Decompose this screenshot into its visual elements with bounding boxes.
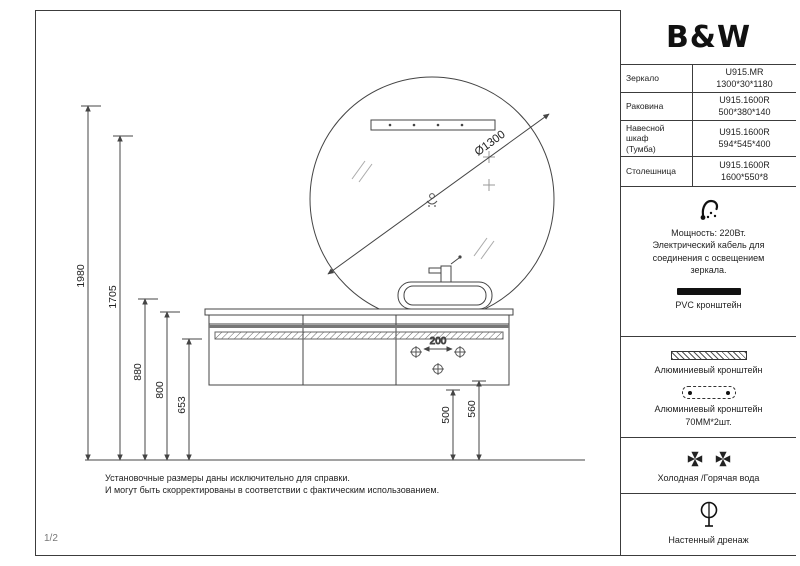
height-dimensions bbox=[81, 105, 486, 461]
pvc-bracket-icon bbox=[676, 287, 741, 295]
height-dimension-labels: 1980 1705 880 800 653 500 560 bbox=[75, 264, 478, 424]
installation-note: Установочные размеры даны исключительно … bbox=[105, 473, 439, 495]
installation-note-line2: И могут быть скорректированы в соответст… bbox=[105, 485, 439, 495]
aluminium-bracket-70mm-label: Алюминиевый кронштейн 70ММ*2шт. bbox=[654, 404, 763, 427]
spec-row-mirror: Зеркало U915.MR 1300*30*1180 bbox=[621, 65, 796, 94]
vanity-cabinet bbox=[208, 314, 510, 386]
legend-water-section: Холодная /Горячая вода bbox=[621, 438, 796, 494]
page-number: 1/2 bbox=[44, 533, 58, 544]
spec-value-countertop: U915.1600R 1600*550*8 bbox=[719, 160, 770, 182]
countertop bbox=[204, 308, 514, 316]
faucet bbox=[428, 255, 462, 291]
mirror-diameter-label: Ø1300 bbox=[473, 129, 508, 159]
bracket-dot bbox=[725, 390, 730, 395]
pvc-bracket-label: PVC кронштейн bbox=[675, 299, 742, 310]
title-block-panel: B&W Зеркало U915.MR 1300*30*1180 Раковин… bbox=[620, 10, 796, 556]
installation-note-line1: Установочные размеры даны исключительно … bbox=[105, 473, 350, 483]
cold-water-valve-icon bbox=[687, 451, 702, 466]
sink-basin bbox=[397, 281, 493, 310]
spec-value-sink: U915.1600R 500*380*140 bbox=[718, 94, 771, 117]
dim-label-653: 653 bbox=[176, 396, 188, 414]
water-label: Холодная /Горячая вода bbox=[657, 472, 760, 483]
spec-value-mirror: U915.MR 1300*30*1180 bbox=[716, 66, 773, 89]
spec-label-countertop: Столешница bbox=[621, 157, 693, 187]
spec-label-sink: Раковина bbox=[621, 93, 693, 120]
dimension-200: 200 bbox=[410, 336, 466, 375]
power-note: Мощность: 220Вт. Электрический кабель дл… bbox=[652, 228, 765, 275]
spec-label-cabinet: Навесной шкаф (Тумба) bbox=[621, 121, 693, 157]
spec-row-countertop: Столешница U915.1600R 1600*550*8 bbox=[621, 157, 796, 188]
mirror-reflection-marks bbox=[351, 160, 495, 260]
legend-drain-section: Настенный дренаж bbox=[621, 494, 796, 556]
spec-value-cabinet: U915.1600R 594*545*400 bbox=[718, 126, 771, 149]
dim-label-500: 500 bbox=[440, 406, 452, 424]
spec-label-mirror: Зеркало bbox=[621, 65, 693, 93]
mount-point-icons bbox=[410, 346, 466, 375]
aluminium-bracket-label: Алюминиевый кронштейн bbox=[654, 365, 763, 376]
power-cable-icon bbox=[700, 200, 718, 221]
drain-label: Настенный дренаж bbox=[668, 534, 749, 545]
legend-power-section: Мощность: 220Вт. Электрический кабель дл… bbox=[621, 187, 796, 338]
wall-drain-icon bbox=[700, 501, 717, 527]
technical-drawing: Ø1300 bbox=[75, 76, 585, 495]
hot-water-valve-icon bbox=[715, 451, 730, 466]
aluminium-bracket-70mm-icon bbox=[681, 386, 736, 400]
bracket-dot bbox=[687, 390, 692, 395]
dim-label-1980: 1980 bbox=[75, 264, 87, 288]
legend: Мощность: 220Вт. Электрический кабель дл… bbox=[621, 187, 796, 556]
legend-bracket-section: Алюминиевый кронштейн Алюминиевый кроншт… bbox=[621, 337, 796, 438]
dim-label-1705: 1705 bbox=[107, 285, 119, 309]
water-valves bbox=[686, 450, 732, 468]
dim-label-200: 200 bbox=[430, 336, 447, 347]
brand-logo: B&W bbox=[621, 10, 796, 66]
mirror-light-bar bbox=[370, 119, 496, 131]
spec-row-cabinet: Навесной шкаф (Тумба) U915.1600R 594*545… bbox=[621, 121, 796, 158]
spec-row-sink: Раковина U915.1600R 500*380*140 bbox=[621, 93, 796, 121]
mirror-diameter-dimension: Ø1300 bbox=[327, 113, 550, 275]
aluminium-bracket-icon bbox=[670, 351, 747, 361]
dim-label-560: 560 bbox=[466, 400, 478, 418]
dim-label-800: 800 bbox=[154, 381, 166, 399]
dim-label-880: 880 bbox=[132, 363, 144, 381]
